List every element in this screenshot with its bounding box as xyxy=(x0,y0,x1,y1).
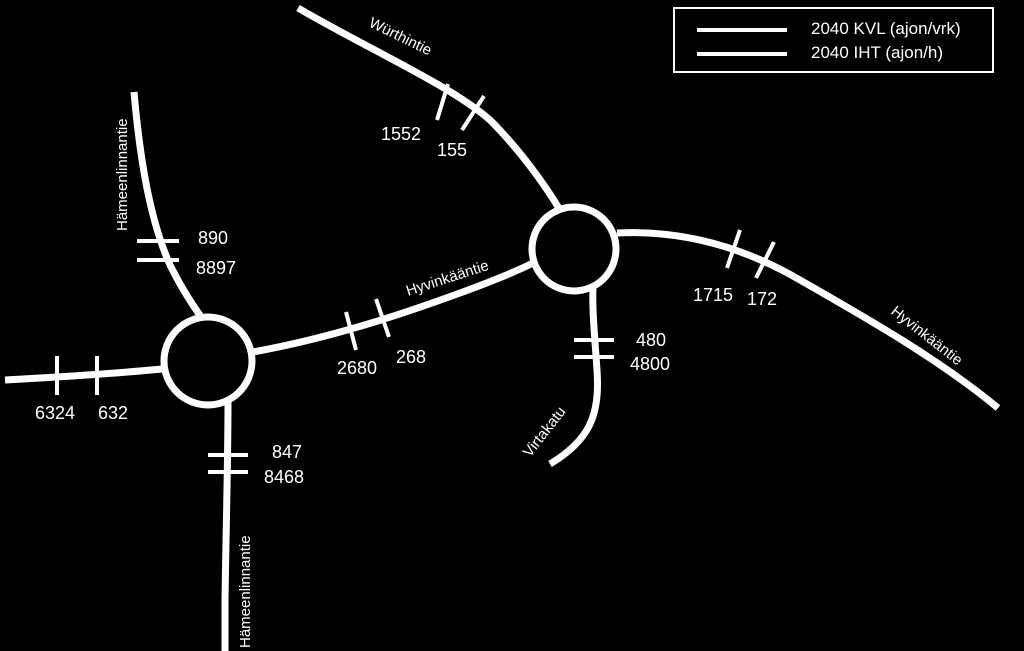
road-hameenlinnantie-north xyxy=(130,91,208,325)
road-virtakatu xyxy=(548,286,601,468)
label-hameenlinnantie-north: Hämeenlinnantie xyxy=(114,118,131,231)
volume-hyvinkaantie-middle-iht: 268 xyxy=(396,347,426,367)
volume-hameenlinnantie-south-kvl: 8468 xyxy=(264,467,304,487)
volume-wurthintie-iht: 155 xyxy=(437,140,467,160)
road-hyvinkaantie-middle xyxy=(252,259,535,356)
legend: 2040 KVL (ajon/vrk) 2040 IHT (ajon/h) xyxy=(673,7,994,73)
volume-hameenlinnantie-north-iht: 890 xyxy=(198,228,228,248)
marker-hameenlinnantie-north xyxy=(137,239,179,262)
volume-virtakatu-iht: 480 xyxy=(636,330,666,350)
volume-hameenlinnantie-south-iht: 847 xyxy=(272,442,302,462)
marker-virtakatu xyxy=(574,338,614,359)
marker-wurthintie xyxy=(435,83,486,132)
volume-hyvinkaantie-east-kvl: 1715 xyxy=(693,285,733,305)
legend-label-iht: 2040 IHT (ajon/h) xyxy=(811,43,943,62)
roundabout-east xyxy=(528,203,620,295)
volume-hameenlinnantie-north-kvl: 8897 xyxy=(196,258,236,278)
label-hameenlinnantie-south: Hämeenlinnantie xyxy=(237,535,254,648)
volume-wurthintie-kvl: 1552 xyxy=(381,124,421,144)
volume-west-iht: 632 xyxy=(98,403,128,423)
roundabout-west xyxy=(160,313,256,409)
volume-hyvinkaantie-middle-kvl: 2680 xyxy=(337,358,377,378)
road-wurthintie xyxy=(296,4,564,212)
volume-west-kvl: 6324 xyxy=(35,403,75,423)
marker-hyvinkaantie-middle xyxy=(344,298,391,351)
legend-row-kvl: 2040 KVL (ajon/vrk) xyxy=(675,19,992,41)
road-hameenlinnantie-south xyxy=(221,401,232,651)
legend-label-kvl: 2040 KVL (ajon/vrk) xyxy=(811,19,961,38)
volume-virtakatu-kvl: 4800 xyxy=(630,354,670,374)
road-hyvinkaantie-east xyxy=(616,229,1001,411)
legend-line-icon xyxy=(697,28,787,32)
marker-hyvinkaantie-east xyxy=(725,229,776,279)
marker-west xyxy=(55,356,99,395)
legend-line-icon xyxy=(697,52,787,56)
road-west xyxy=(4,365,163,384)
marker-hameenlinnantie-south xyxy=(208,453,248,474)
label-hyvinkaantie-middle: Hyvinkääntie xyxy=(404,257,491,300)
legend-row-iht: 2040 IHT (ajon/h) xyxy=(675,43,992,65)
volume-hyvinkaantie-east-iht: 172 xyxy=(747,289,777,309)
